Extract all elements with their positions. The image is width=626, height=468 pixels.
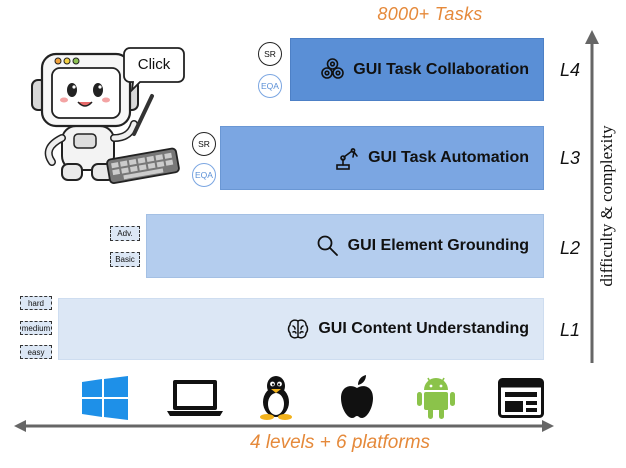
- level-name-l1: GUI Content Understanding: [318, 320, 529, 337]
- level-name-l4: GUI Task Collaboration: [353, 60, 529, 78]
- web-browser-icon: [498, 378, 544, 418]
- level-bar-l3: GUI Task Automation: [220, 126, 544, 190]
- sr-badge-l4: SR: [258, 42, 282, 66]
- level-bar-l2: GUI Element Grounding: [146, 214, 544, 278]
- level-name-l2: GUI Element Grounding: [347, 237, 529, 254]
- speech-bubble-text: Click: [137, 55, 171, 73]
- android-robot-icon: [417, 377, 455, 419]
- level-bar-l4: GUI Task Collaboration: [290, 38, 544, 101]
- robot-arm-icon: [334, 146, 360, 170]
- tasks-count-title: 8000+ Tasks: [377, 4, 483, 24]
- eqa-badge-l3: EQA: [192, 163, 216, 187]
- gears-icon: [319, 57, 345, 82]
- level-code-l3: L3: [559, 148, 581, 168]
- y-axis-label: difficulty & complexity: [597, 125, 616, 287]
- difficulty-tag-medium: medium: [20, 321, 52, 335]
- level-name-l3: GUI Task Automation: [368, 149, 529, 166]
- levels-platforms-caption: 4 levels + 6 platforms: [249, 432, 431, 453]
- eqa-badge-l4: EQA: [258, 74, 282, 98]
- level-code-l2: L2: [559, 238, 581, 258]
- windows-logo-icon: [82, 376, 128, 420]
- tux-penguin-icon: [260, 376, 292, 420]
- difficulty-tag-easy: easy: [20, 345, 52, 359]
- robot-mascot-illustration: [31, 47, 185, 184]
- apple-logo-icon: [341, 375, 373, 418]
- difficulty-tag-hard: hard: [20, 296, 52, 310]
- level-code-l4: L4: [559, 60, 581, 80]
- platforms-axis-arrow: [14, 420, 554, 432]
- sr-badge-l3: SR: [192, 132, 216, 156]
- level-code-l1: L1: [559, 320, 581, 340]
- laptop-icon: [167, 380, 223, 416]
- difficulty-axis-arrow: [585, 30, 599, 363]
- difficulty-tag-basic: Basic: [110, 252, 140, 267]
- brain-icon: [286, 317, 310, 341]
- difficulty-tag-advanced: Adv.: [110, 226, 140, 241]
- magnifier-icon: [316, 234, 340, 258]
- level-bar-l1: GUI Content Understanding: [58, 298, 544, 360]
